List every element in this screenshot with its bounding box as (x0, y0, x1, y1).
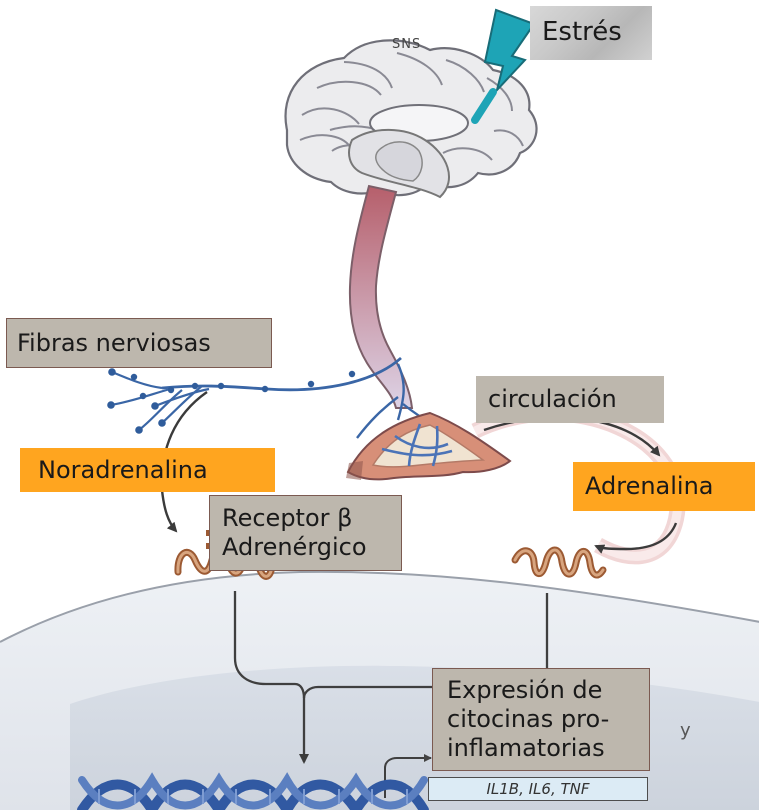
genes-box: IL1B, IL6, TNF (428, 777, 648, 801)
beta-receptor-icon-right (515, 550, 603, 575)
sns-label: SNS (392, 37, 421, 52)
receptor-beta-label: Receptor β Adrenérgico (209, 495, 402, 571)
fibras-nerviosas-label: Fibras nerviosas (6, 318, 272, 368)
adrenalina-label: Adrenalina (573, 462, 755, 511)
circulacion-label: circulación (476, 376, 664, 423)
noradrenalina-label: Noradrenalina (20, 448, 275, 492)
partial-y-letter: y (680, 720, 694, 740)
cytokine-expression-label: Expresión de citocinas pro- inflamatoria… (432, 668, 650, 771)
estres-label: Estrés (530, 6, 652, 60)
